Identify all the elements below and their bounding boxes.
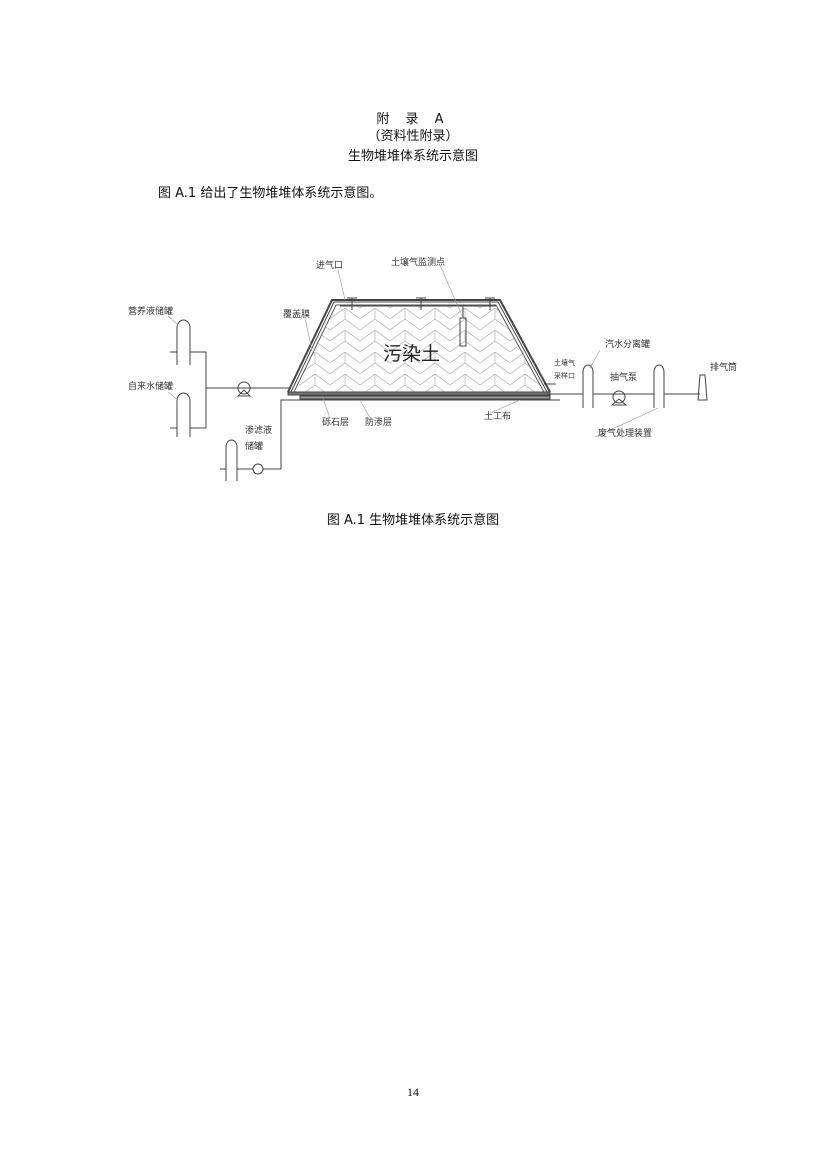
intro-paragraph: 图 A.1 给出了生物堆堆体系统示意图。 [158, 186, 383, 201]
gas-treatment-tank [653, 364, 665, 408]
leachate-pump [252, 463, 264, 475]
gravel-layer [287, 391, 551, 396]
label-tap-water-tank: 自来水储罐 [128, 380, 173, 392]
label-exhaust-stack: 排气筒 [710, 361, 737, 373]
feed-pump [237, 381, 251, 395]
cover-film [287, 299, 551, 393]
label-sampling-port-1: 土壤气 [554, 358, 575, 367]
appendix-subtitle: （资料性附录） [367, 129, 459, 144]
exhaust-stack [697, 374, 708, 401]
label-soil-gas-monitor: 土壤气监测点 [391, 256, 445, 268]
figure-caption: 图 A.1 生物堆堆体系统示意图 [326, 513, 500, 528]
label-gas-treatment: 废气处理装置 [598, 427, 652, 439]
appendix-title: 生物堆堆体系统示意图 [347, 149, 478, 164]
air-inlet-vents [340, 297, 496, 310]
label-geotextile: 土工布 [484, 410, 511, 422]
label-gravel-layer: 砾石层 [322, 416, 349, 428]
label-leachate-tank-2: 储罐 [245, 440, 263, 452]
label-cover-film: 覆盖膜 [283, 308, 310, 320]
label-leachate-tank-1: 渗滤液 [245, 424, 272, 436]
vacuum-pump [612, 390, 626, 404]
tap-water-tank [176, 392, 191, 437]
nutrient-tank [176, 319, 191, 365]
impermeable-layer [299, 395, 551, 400]
label-contaminated-soil: 污染土 [383, 343, 440, 365]
label-vacuum-pump: 抽气泵 [610, 371, 637, 383]
appendix-heading: 附 录 A [376, 112, 450, 127]
label-sampling-port-2: 采样口 [554, 371, 575, 380]
separator-tank [582, 364, 594, 408]
label-impermeable-layer: 防渗层 [365, 416, 392, 428]
leachate-tank [225, 439, 238, 481]
label-air-inlet: 进气口 [316, 259, 343, 271]
label-separator-tank: 汽水分离罐 [605, 338, 650, 350]
label-nutrient-tank: 营养液储罐 [128, 305, 173, 317]
page-number: 14 [407, 1085, 419, 1099]
